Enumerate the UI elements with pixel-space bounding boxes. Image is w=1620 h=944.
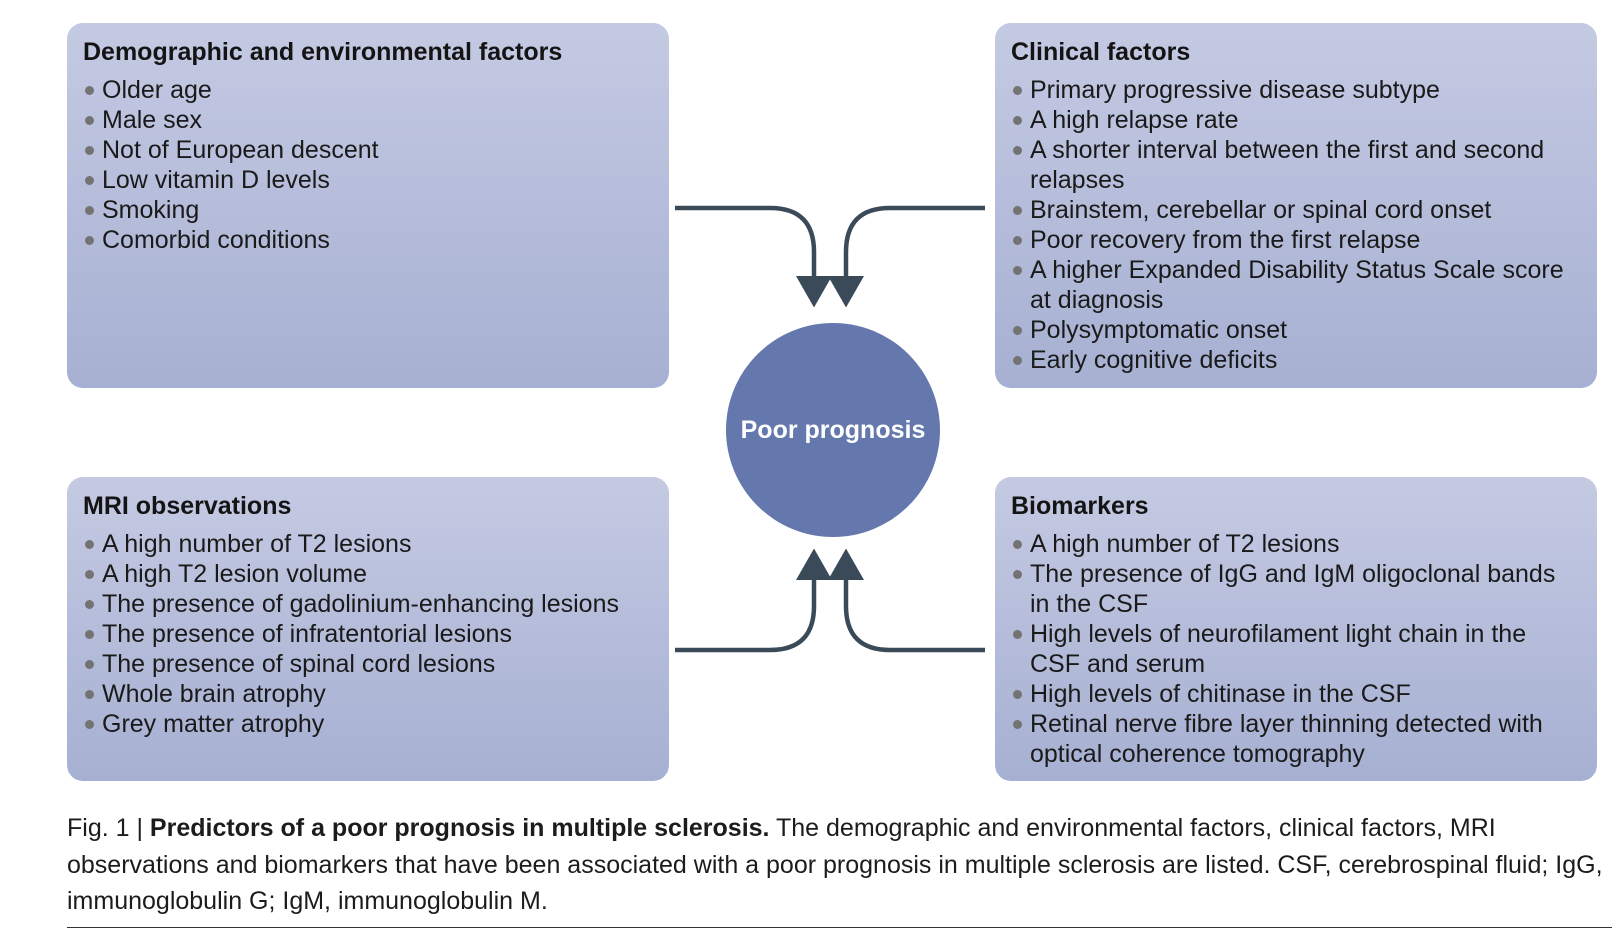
arrow-mri [675,548,832,653]
list-item: The presence of infratentorial lesions [83,619,653,649]
list-item: Grey matter atrophy [83,709,653,739]
list-item: Not of European descent [83,135,653,165]
list-item: The presence of gadolinium-enhancing les… [83,589,653,619]
arrow-clinical [828,205,985,308]
list-item: A high T2 lesion volume [83,559,653,589]
demographic-factors-box: Demographic and environmental factors Ol… [67,23,669,388]
list-item: Brainstem, cerebellar or spinal cord ons… [1011,195,1581,225]
hub-label: Poor prognosis [740,415,926,444]
list-item: A high number of T2 lesions [83,529,653,559]
list-item: Older age [83,75,653,105]
list-item: Male sex [83,105,653,135]
caption-text: The demographic and environmental factor… [67,814,1603,915]
box-title: Clinical factors [1011,38,1191,66]
list-item: Low vitamin D levels [83,165,653,195]
box-title: Demographic and environmental factors [83,38,563,66]
list-item: Poor recovery from the first relapse [1011,225,1581,255]
list-item: Smoking [83,195,653,225]
caption-rule [67,927,1612,928]
figure-caption: Fig. 1 | Predictors of a poor prognosis … [67,810,1612,920]
list-item: Whole brain atrophy [83,679,653,709]
poor-prognosis-hub: Poor prognosis [726,323,940,537]
list-item: High levels of chitinase in the CSF [1011,679,1581,709]
list-item: A shorter interval between the first and… [1011,135,1581,195]
list-item: Polysymptomatic onset [1011,315,1581,345]
arrow-biomarkers [828,548,985,653]
list-item: The presence of spinal cord lesions [83,649,653,679]
list-item: Early cognitive deficits [1011,345,1581,375]
caption-title: Predictors of a poor prognosis in multip… [149,814,770,842]
mri-observations-box: MRI observations A high number of T2 les… [67,477,669,781]
box-title: MRI observations [83,492,292,520]
list-item: Comorbid conditions [83,225,653,255]
list-item: Primary progressive disease subtype [1011,75,1581,105]
list-item: A high relapse rate [1011,105,1581,135]
box-title: Biomarkers [1011,492,1149,520]
arrow-demographic [675,205,832,308]
list-item: A high number of T2 lesions [1011,529,1581,559]
clinical-factors-box: Clinical factors Primary progressive dis… [995,23,1597,388]
list-item: The presence of IgG and IgM oligoclonal … [1011,559,1581,619]
caption-label: Fig. 1 | [67,814,150,842]
list-item: Retinal nerve fibre layer thinning detec… [1011,709,1581,769]
list-item: High levels of neurofilament light chain… [1011,619,1581,679]
list-item: A higher Expanded Disability Status Scal… [1011,255,1581,315]
